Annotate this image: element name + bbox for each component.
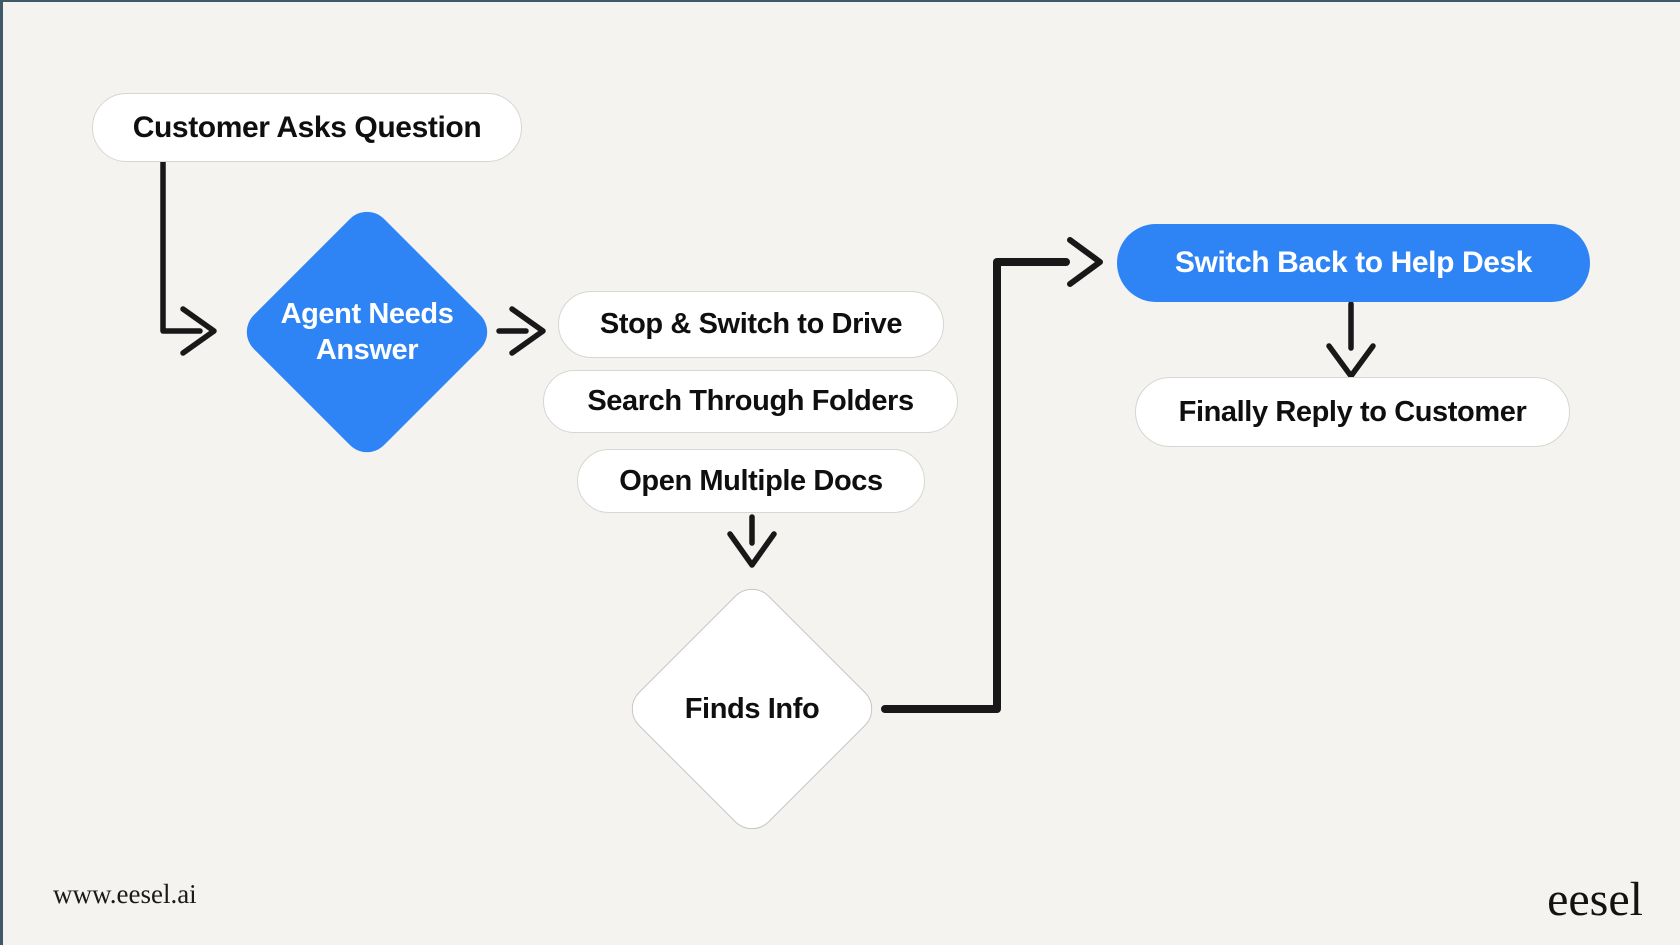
node-switch-back-to-help-desk: Switch Back to Help Desk (1117, 224, 1590, 302)
node-label: Open Multiple Docs (619, 464, 883, 497)
node-label: Search Through Folders (587, 385, 914, 417)
left-frame-line (0, 0, 3, 945)
arrow-open-to-finds (727, 514, 777, 568)
eesel-logo: eesel (1547, 873, 1643, 926)
node-label: Finds Info (684, 692, 820, 725)
arrow-customer-to-agent (160, 159, 217, 356)
node-stop-switch-to-drive: Stop & Switch to Drive (558, 291, 944, 358)
node-label: Stop & Switch to Drive (599, 308, 903, 340)
node-open-multiple-docs: Open Multiple Docs (577, 449, 925, 513)
node-label: Switch Back to Help Desk (1174, 246, 1533, 279)
node-label: Customer Asks Question (132, 110, 482, 144)
node-search-through-folders: Search Through Folders (543, 370, 958, 433)
node-finds-info: Finds Info (621, 578, 883, 840)
node-customer-asks-question: Customer Asks Question (92, 93, 522, 162)
node-agent-needs-answer: Agent Needs Answer (236, 201, 498, 463)
arrow-switchback-to-finally (1326, 301, 1376, 379)
node-finally-reply-to-customer: Finally Reply to Customer (1135, 377, 1570, 447)
node-label: Finally Reply to Customer (1178, 395, 1527, 428)
website-url: www.eesel.ai (53, 879, 197, 909)
arrow-agent-to-stop (496, 306, 546, 356)
top-frame-line (0, 0, 1680, 2)
node-label: Agent Needs Answer (280, 298, 454, 366)
